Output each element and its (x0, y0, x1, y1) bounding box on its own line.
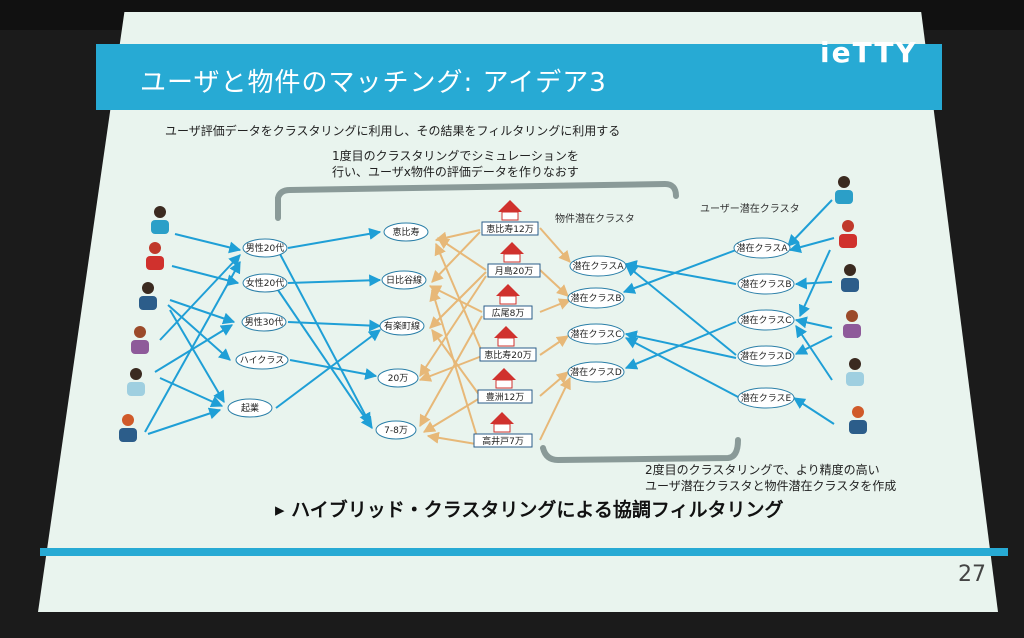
user-cluster-label: 潜在クラスC (740, 314, 791, 326)
house-icon (498, 200, 522, 221)
feature-nodes: 恵比寿 日比谷線 有楽町線 20万 7-8万 (375, 222, 429, 440)
slide-header-bar (96, 44, 942, 110)
second-clustering-note-line2: ユーザ潜在クラスタと物件潜在クラスタを作成 (645, 479, 897, 493)
property-nodes: 恵比寿12万 月島20万 広尾8万 恵比寿20万 豊洲12万 高井戸7万 (473, 200, 541, 448)
user-cluster-to-property-cluster-arrows (622, 249, 741, 399)
user-cluster-nodes: 潜在クラスA 潜在クラスB 潜在クラスC 潜在クラスD 潜在クラスE (733, 237, 795, 409)
left-users (119, 206, 169, 442)
slide-subtitle: ユーザ評価データをクラスタリングに利用し、その結果をフィルタリングに利用する (165, 124, 621, 138)
user-icon (849, 406, 867, 434)
user-icon (841, 264, 859, 292)
property-label: 月島20万 (495, 265, 533, 277)
user-cluster-label: 潜在クラスD (740, 350, 792, 362)
attribute-label: 男性30代 (245, 316, 283, 328)
feature-node (381, 270, 427, 290)
property-cluster-label: 潜在クラスB (571, 292, 622, 304)
user-icon (839, 220, 857, 248)
property-box (479, 347, 537, 362)
property-cluster-nodes: 潜在クラスA 潜在クラスB 潜在クラスC 潜在クラスD (567, 255, 627, 383)
attribute-label: 起業 (241, 402, 259, 414)
user-icon (139, 282, 157, 310)
user-cluster-label: 潜在クラスB (741, 278, 792, 290)
user-icon (846, 358, 864, 386)
user-cluster-node (737, 387, 795, 409)
footer-line (40, 548, 1008, 556)
user-icon (151, 206, 169, 234)
house-icon (500, 242, 524, 263)
property-label: 高井戸7万 (482, 435, 524, 447)
feature-node (377, 368, 419, 388)
attribute-node (241, 312, 287, 332)
user-icon (835, 176, 853, 204)
property-to-cluster-arrows (539, 227, 572, 441)
property-label: 恵比寿20万 (484, 349, 531, 361)
property-cluster-node (569, 255, 627, 277)
feature-label: 有楽町線 (384, 320, 420, 332)
page-number: 27 (958, 562, 986, 587)
property-cluster-node (567, 361, 625, 383)
property-to-feature-arrows (418, 229, 487, 445)
feature-node (375, 420, 417, 440)
user-cluster-node (733, 237, 791, 259)
feature-label: 7-8万 (384, 426, 408, 436)
second-clustering-note: 2度目のクラスタリングで、より精度の高い ユーザ潜在クラスタと物件潜在クラスタを… (645, 462, 896, 494)
user-to-attribute-arrows (144, 233, 242, 435)
property-label: 広尾8万 (492, 307, 525, 319)
property-cluster-label: 潜在クラスA (573, 260, 625, 272)
property-box (481, 221, 539, 236)
user-cluster-node (737, 309, 795, 331)
house-icon (494, 326, 518, 347)
property-label: 恵比寿12万 (486, 223, 533, 235)
property-cluster-label: 物件潜在クラスタ (555, 214, 635, 225)
property-cluster-label: 潜在クラスD (570, 366, 622, 378)
property-box (473, 433, 533, 448)
property-cluster-node (567, 323, 625, 345)
bottom-bracket (540, 437, 741, 464)
house-icon (490, 412, 514, 433)
property-box (487, 263, 541, 278)
right-users (835, 176, 867, 434)
feature-node (383, 222, 429, 242)
user-cluster-node (737, 345, 795, 367)
user-icon (843, 310, 861, 338)
house-icon (492, 368, 516, 389)
user-icon (131, 326, 149, 354)
attribute-node (242, 273, 288, 293)
property-cluster-node (567, 287, 625, 309)
user-icon (127, 368, 145, 396)
second-clustering-note-line1: 2度目のクラスタリングで、より精度の高い (645, 463, 880, 477)
first-clustering-note-line2: 行い、ユーザx物件の評価データを作りなおす (332, 165, 579, 179)
property-box (477, 389, 533, 404)
attribute-node (242, 238, 288, 258)
first-clustering-note: 1度目のクラスタリングでシミュレーションを 行い、ユーザx物件の評価データを作り… (332, 148, 579, 180)
house-icon (496, 284, 520, 305)
user-icon (146, 242, 164, 270)
attribute-label: ハイクラス (240, 355, 284, 366)
feature-label: 日比谷線 (386, 274, 422, 286)
slide-title: ユーザと物件のマッチング: アイデア3 (140, 68, 607, 98)
attribute-node (235, 350, 289, 370)
attribute-label: 男性20代 (246, 242, 284, 254)
attribute-label: 女性20代 (246, 277, 284, 289)
feature-label: 20万 (388, 374, 408, 384)
first-clustering-note-line1: 1度目のクラスタリングでシミュレーションを (332, 149, 579, 163)
attribute-nodes: 男性20代 女性20代 男性30代 ハイクラス 起業 (227, 238, 289, 418)
user-to-user-cluster-arrows (787, 199, 835, 425)
feature-node (379, 316, 425, 336)
attribute-to-feature-arrows (275, 227, 382, 429)
property-cluster-label: 潜在クラスC (570, 328, 621, 340)
property-label: 豊洲12万 (486, 391, 524, 403)
user-cluster-label: ユーザー潜在クラスタ (700, 204, 800, 215)
attribute-node (227, 398, 273, 418)
feature-label: 恵比寿 (392, 226, 419, 238)
user-cluster-label: 潜在クラスA (737, 242, 789, 254)
property-box (483, 305, 533, 320)
top-bracket (275, 180, 679, 221)
user-icon (119, 414, 137, 442)
user-cluster-label: 潜在クラスE (741, 392, 792, 404)
user-cluster-node (737, 273, 795, 295)
company-logo: ieTTY (820, 36, 918, 69)
conclusion-text: ▸ ハイブリッド・クラスタリングによる協調フィルタリング (275, 499, 784, 521)
